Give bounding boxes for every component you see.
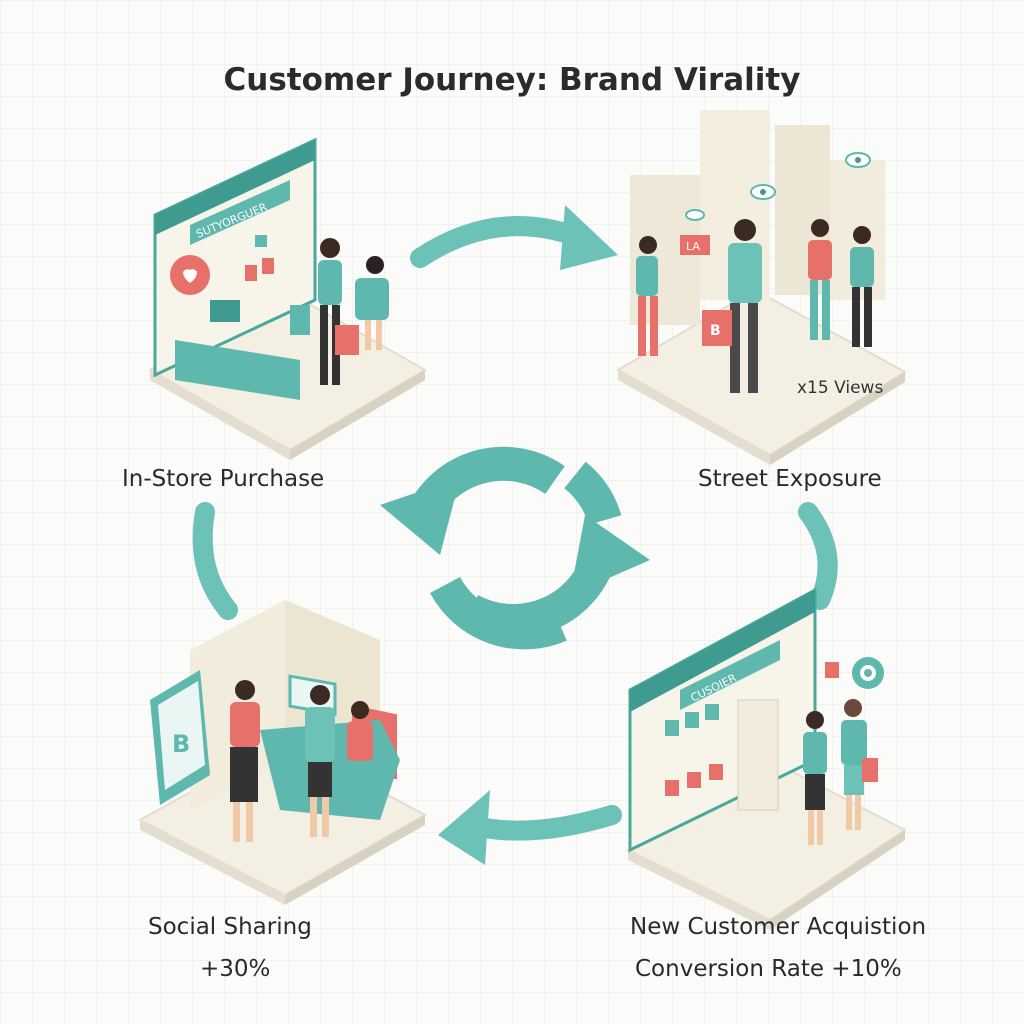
eye-icon (750, 184, 776, 200)
stage-label-new-customer: New Customer Acquistion (630, 914, 927, 940)
brand-b-icon: B (172, 730, 190, 758)
views-metric: x15 Views (797, 378, 883, 398)
arc-social-to-instore (192, 502, 238, 620)
social-sharing-illustration: B (137, 600, 428, 905)
stage-label-in-store: In-Store Purchase (122, 466, 325, 492)
arrow-instore-to-street (410, 205, 618, 270)
arc-street-to-new-customer (798, 502, 838, 610)
arrow-new-customer-to-social (438, 790, 622, 865)
street-exposure-illustration: LA B x15 Views (615, 110, 907, 465)
new-customer-illustration: CUSOIER (625, 587, 907, 930)
stage-metric-new-customer: Conversion Rate +10% (635, 956, 902, 982)
stage-label-social: Social Sharing (148, 914, 312, 940)
in-store-illustration: SUTYORGUER (148, 137, 427, 460)
target-icon (852, 657, 884, 689)
phone-icon: B (150, 670, 210, 805)
page-title: Customer Journey: Brand Virality (223, 62, 801, 98)
stage-metric-social: +30% (200, 956, 271, 982)
cycle-arrows-icon (380, 446, 650, 650)
street-sign-text: LA (686, 240, 700, 253)
svg-text:B: B (710, 323, 721, 339)
stage-label-street: Street Exposure (698, 466, 882, 492)
